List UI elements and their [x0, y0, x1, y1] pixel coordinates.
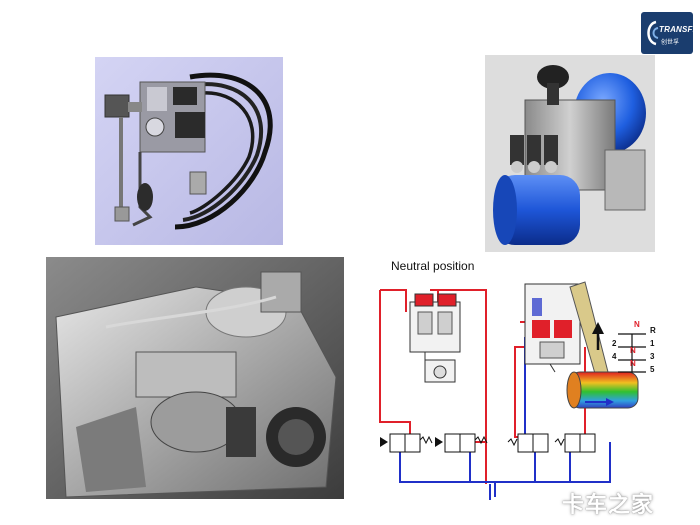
photo-blue-actuator: [485, 55, 655, 252]
gear-label-n-low: N: [630, 359, 636, 368]
right-actuator: [524, 281, 609, 378]
photo-transmission-amt: [46, 257, 344, 499]
actuator-illustration: [485, 55, 655, 252]
gear-label-3: 3: [650, 352, 655, 361]
gear-label-4: 4: [612, 352, 617, 361]
gear-label-n-top: N: [634, 320, 640, 329]
transfer-logo: TRANSFER 创世孚: [641, 12, 700, 54]
transmission-illustration: [46, 257, 344, 499]
valve-4: [554, 433, 596, 453]
shift-arrow-icon: [592, 322, 604, 350]
valve-3: [507, 433, 549, 453]
gear-label-n-mid: N: [630, 346, 636, 355]
valve-2: [435, 433, 488, 453]
shift-module-illustration: [95, 57, 283, 245]
logo-sub-text: 创世孚: [661, 40, 680, 46]
photo-shift-module-hoses: [95, 57, 283, 245]
gear-label-5: 5: [650, 365, 655, 374]
gear-label-1: 1: [650, 339, 655, 348]
selector-barrel: [566, 371, 639, 409]
gear-label-2: 2: [612, 339, 617, 348]
gear-label-r: R: [650, 326, 656, 335]
watermark-text: 卡车之家: [562, 493, 655, 518]
valve-1: [380, 433, 433, 453]
hydraulic-schematic: [379, 281, 646, 500]
logo-brand-text: TRANSFER: [659, 25, 700, 34]
left-actuator: [409, 293, 461, 383]
logo-swirl-icon: [647, 20, 659, 46]
diagram-title: Neutral position: [391, 259, 475, 273]
shift-pattern: [618, 333, 646, 373]
